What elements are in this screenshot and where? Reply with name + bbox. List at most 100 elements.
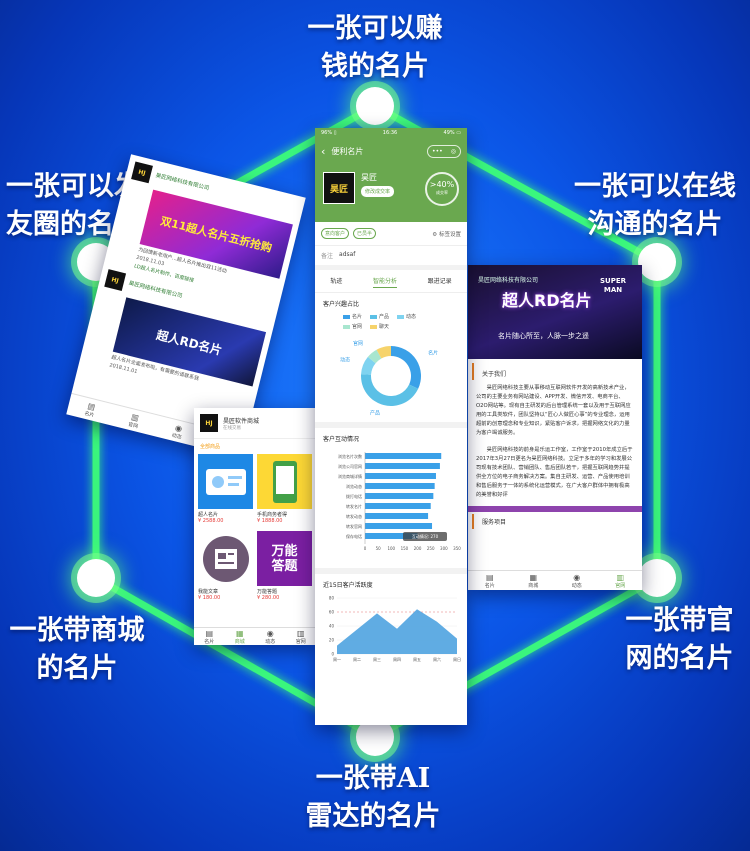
edit-rate-button[interactable]: 修改成交率 [361, 186, 395, 197]
product-image: 万能答题 [257, 531, 312, 586]
website-slogan: 名片随心所至，人脉一步之遥 [498, 332, 589, 340]
tab-card[interactable]: ▤名片 [485, 573, 495, 589]
id-card-icon [205, 468, 246, 495]
tab-website[interactable]: ▥官网 [296, 629, 306, 645]
bar-category-label: 浏览动态 [346, 483, 362, 489]
bar-tooltip: 互动情况: 270 [403, 532, 447, 541]
x-tick-label: 周三 [373, 656, 381, 662]
deal-rate-ring: >40% 成交率 [425, 172, 459, 206]
tab-moments[interactable]: ◉动态 [265, 629, 275, 645]
tab-shop[interactable]: ▦商城 [235, 629, 245, 645]
mini-program-capsule[interactable]: ••• ◎ [427, 144, 461, 158]
more-icon[interactable]: ••• [432, 147, 443, 155]
deal-rate-value: >40% [429, 180, 455, 189]
about-paragraph: 昊匠网络科技的前身是乐运工作室，工作室于2010年成立后于2017年3月27日更… [476, 447, 633, 498]
nav-bar: ‹ 便利名片 •••◎ [315, 140, 467, 162]
tab-smart-analysis[interactable]: 智能分析 [372, 276, 397, 288]
caption-line: 一张带官 [625, 605, 734, 636]
pie-slice [376, 346, 391, 359]
hex-node-right-top [638, 243, 676, 281]
shop-sub: 在线交易 [223, 425, 241, 431]
caption-line: 网的名片 [625, 643, 734, 674]
close-circle-icon[interactable]: ◎ [450, 147, 456, 155]
bar [365, 533, 418, 539]
about-paragraph: 昊匠网络科技主要从事移动互联网软件开发的高新技术产业，公司的主要业务有网站建设、… [476, 385, 631, 436]
x-tick-label: 100 [387, 546, 395, 551]
tab-track[interactable]: 轨迹 [330, 278, 343, 285]
bar [365, 463, 440, 469]
legend-item: 产品 [370, 313, 389, 320]
interaction-title: 客户互动情况 [323, 436, 360, 443]
website-hero-super: SUPER MAN [599, 277, 627, 294]
website-company: 昊匠网络科技有限公司 [478, 277, 539, 284]
company-logo: HJ [104, 269, 127, 292]
product-price: ¥ 180.00 [198, 595, 221, 601]
activity-area [337, 609, 457, 654]
x-tick-label: 200 [414, 546, 422, 551]
product-grid: 超人名片 ¥ 2588.00 手机商务者得 ¥ 1888.00 我能文章 ¥ 1… [194, 454, 316, 604]
tab-website[interactable]: ▥官网 [615, 573, 625, 589]
bar-category-label: 浏览名片次数 [338, 453, 362, 459]
caption-line: 雷达的名片 [305, 801, 441, 832]
tab-shop[interactable]: ▦商城 [528, 573, 538, 589]
x-tick-label: 周四 [393, 656, 401, 662]
x-tick-label: 300 [440, 546, 448, 551]
pie-slice [361, 374, 419, 407]
tab-website[interactable]: ▥官网 [127, 411, 141, 430]
product-name: 超人名片 [198, 512, 219, 518]
newspaper-icon [202, 535, 249, 582]
y-tick-label: 80 [329, 596, 335, 601]
tab-label: 官网 [615, 582, 626, 589]
x-tick-label: 周日 [453, 656, 461, 662]
website-tabbar: ▤名片 ▦商城 ◉动态 ▥官网 [468, 570, 642, 590]
radar-phone: 96% ▯ 16:36 49% ▭ ‹ 便利名片 •••◎ 昊匠 昊匠 修改成交… [315, 128, 467, 725]
status-battery: 49% ▭ [443, 130, 461, 136]
product-item[interactable]: 万能答题 万能答题 ¥ 280.00 [257, 531, 312, 604]
product-item[interactable]: 我能文章 ¥ 180.00 [198, 531, 253, 604]
building-icon: ▥ [616, 572, 625, 582]
back-icon[interactable]: ‹ [321, 144, 326, 158]
y-tick-label: 0 [331, 652, 334, 657]
tag-chip[interactable]: 意向客户 [321, 228, 350, 239]
tab-label: 动态 [571, 582, 582, 589]
hex-node-top [356, 87, 394, 125]
tab-card[interactable]: ▤名片 [204, 629, 214, 645]
company-logo: HJ [200, 414, 218, 432]
pie-label: 产品 [370, 410, 380, 417]
product-item[interactable]: 手机商务者得 ¥ 1888.00 [257, 454, 312, 527]
interest-legend: 名片产品动态官网聊天 [315, 311, 467, 332]
website-card: 昊匠网络科技有限公司 超人RD名片 SUPER MAN 名片随心所至，人脉一步之… [468, 265, 642, 590]
tooltip-text: 互动情况: 270 [412, 533, 439, 539]
bar [365, 493, 434, 499]
tab-label: 名片 [484, 582, 495, 589]
shop-category-tab[interactable]: 全部商品 [200, 444, 221, 450]
product-name: 手机商务者得 [257, 512, 288, 518]
x-tick-label: 250 [427, 546, 435, 551]
tag-settings-button[interactable]: ⚙ 标签设置 [432, 230, 461, 238]
website-hero-banner: 昊匠网络科技有限公司 超人RD名片 SUPER MAN 名片随心所至，人脉一步之… [468, 265, 642, 359]
client-note: 备注 adsaf [315, 246, 467, 270]
status-bar: 96% ▯ 16:36 49% ▭ [315, 128, 467, 140]
caption-line: 钱的名片 [321, 51, 429, 82]
tab-label: 动态 [265, 638, 276, 645]
tab-card[interactable]: ▤名片 [84, 401, 98, 419]
caption-line: 一张可以在线 [574, 171, 736, 202]
status-signal: 96% ▯ [321, 130, 337, 136]
interaction-panel: 客户互动情况 浏览名片次数浏览公司官网浏览商城详情浏览动态拨打电话转发名片转发动… [315, 428, 467, 574]
bar-category-label: 保存电话 [346, 533, 362, 539]
caption-line: 一张可以赚 [307, 13, 443, 44]
divider [468, 506, 642, 512]
building-icon: ▥ [296, 628, 305, 638]
note-value[interactable]: adsaf [339, 251, 356, 258]
x-tick-label: 0 [364, 546, 367, 551]
tab-moments[interactable]: ◉动态 [171, 422, 185, 441]
product-image [257, 454, 312, 509]
tab-moments[interactable]: ◉动态 [572, 573, 582, 589]
product-item[interactable]: 超人名片 ¥ 2588.00 [198, 454, 253, 527]
tag-chip[interactable]: 已员半 [353, 228, 377, 239]
tab-follow-up[interactable]: 跟进记录 [427, 278, 452, 285]
client-logo: 昊匠 [323, 172, 355, 204]
caption-line: 沟通的名片 [587, 209, 723, 240]
